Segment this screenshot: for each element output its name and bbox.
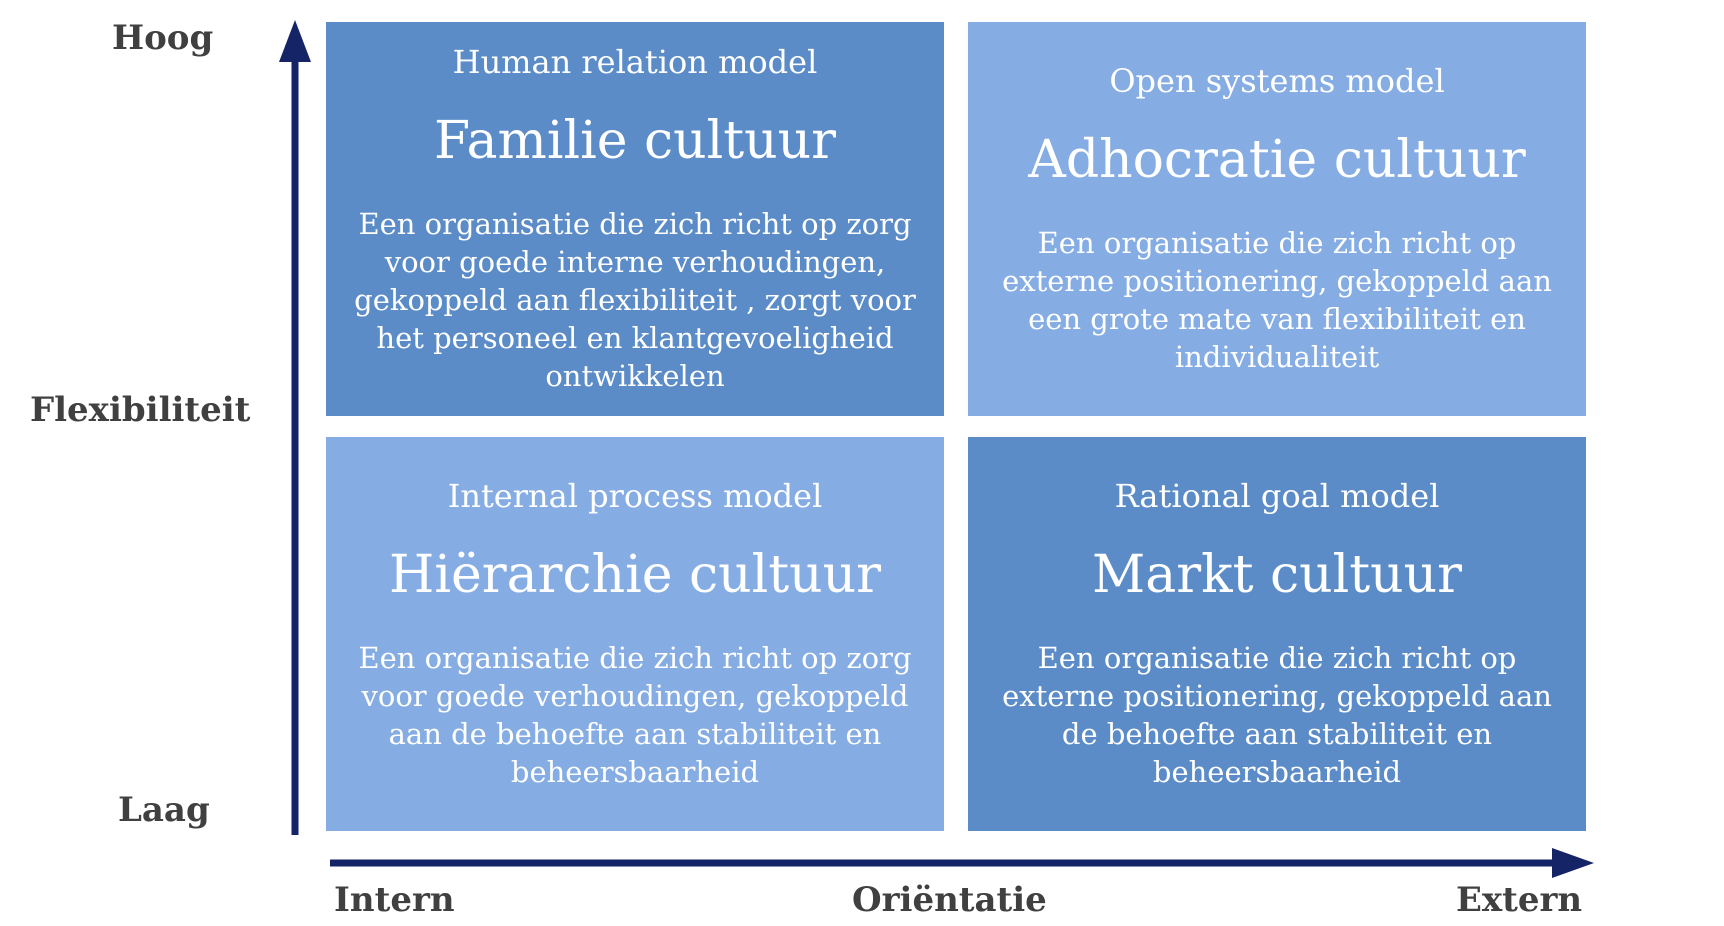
quadrant-model-name: Open systems model (1109, 62, 1445, 100)
y-axis-high-label: Hoog (112, 18, 214, 58)
quadrant-description: Een organisatie die zich richt op extern… (1002, 226, 1552, 374)
quadrant-markt-cultuur: Rational goal model Markt cultuur Een or… (968, 437, 1586, 831)
quadrant-model-name: Human relation model (452, 43, 818, 81)
quadrant-culture-title: Adhocratie cultuur (1028, 130, 1526, 190)
x-axis-arrowhead (1552, 848, 1594, 878)
quadrant-description: Een organisatie die zich richt op zorg v… (358, 641, 912, 789)
quadrant-model-name: Rational goal model (1114, 477, 1440, 515)
x-axis-title: Oriëntatie (852, 880, 1047, 920)
x-axis-high-label: Extern (1456, 880, 1583, 920)
quadrant-culture-title: Markt cultuur (1091, 545, 1463, 605)
quadrant-culture-title: Familie cultuur (433, 111, 837, 171)
quadrant-description: Een organisatie die zich richt op extern… (1002, 641, 1552, 789)
quadrant-description: Een organisatie die zich richt op zorg v… (354, 207, 916, 393)
quadrant-hierarchie-cultuur: Internal process model Hiërarchie cultuu… (326, 437, 944, 831)
quadrant-adhocratie-cultuur: Open systems model Adhocratie cultuur Ee… (968, 22, 1586, 416)
x-axis-low-label: Intern (334, 880, 455, 920)
y-axis-low-label: Laag (118, 790, 210, 830)
y-axis-title: Flexibiliteit (30, 390, 251, 430)
y-axis-arrowhead (279, 20, 311, 62)
quadrant-model-name: Internal process model (447, 477, 823, 515)
quadrant-culture-title: Hiërarchie cultuur (389, 545, 881, 605)
quadrant-familie-cultuur: Human relation model Familie cultuur Een… (326, 22, 944, 416)
